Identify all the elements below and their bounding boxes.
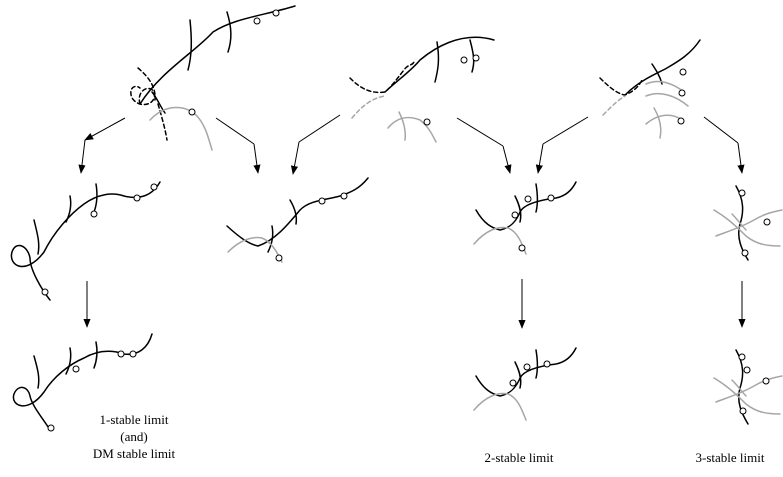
middle-third-curve [473, 181, 577, 255]
middle-second-curve [226, 177, 369, 263]
bottom-left-curve [12, 333, 153, 432]
family-2-curve [349, 36, 495, 143]
limit1-label-line3: DM stable limit [93, 446, 176, 461]
family-1-curve [130, 5, 296, 151]
bottom-middle-curve [473, 347, 577, 421]
bottom-right-curve [713, 349, 783, 425]
limit2-label: 2-stable limit [485, 450, 554, 465]
middle-fourth-curve [713, 185, 783, 261]
limit3-label: 3-stable limit [696, 450, 765, 465]
limit1-label-line2: (and) [120, 429, 147, 444]
family-3-curve [599, 39, 701, 139]
limit1-label-line1: 1-stable limit [100, 412, 169, 427]
middle-left-curve [10, 181, 161, 301]
arrows [78, 114, 746, 329]
